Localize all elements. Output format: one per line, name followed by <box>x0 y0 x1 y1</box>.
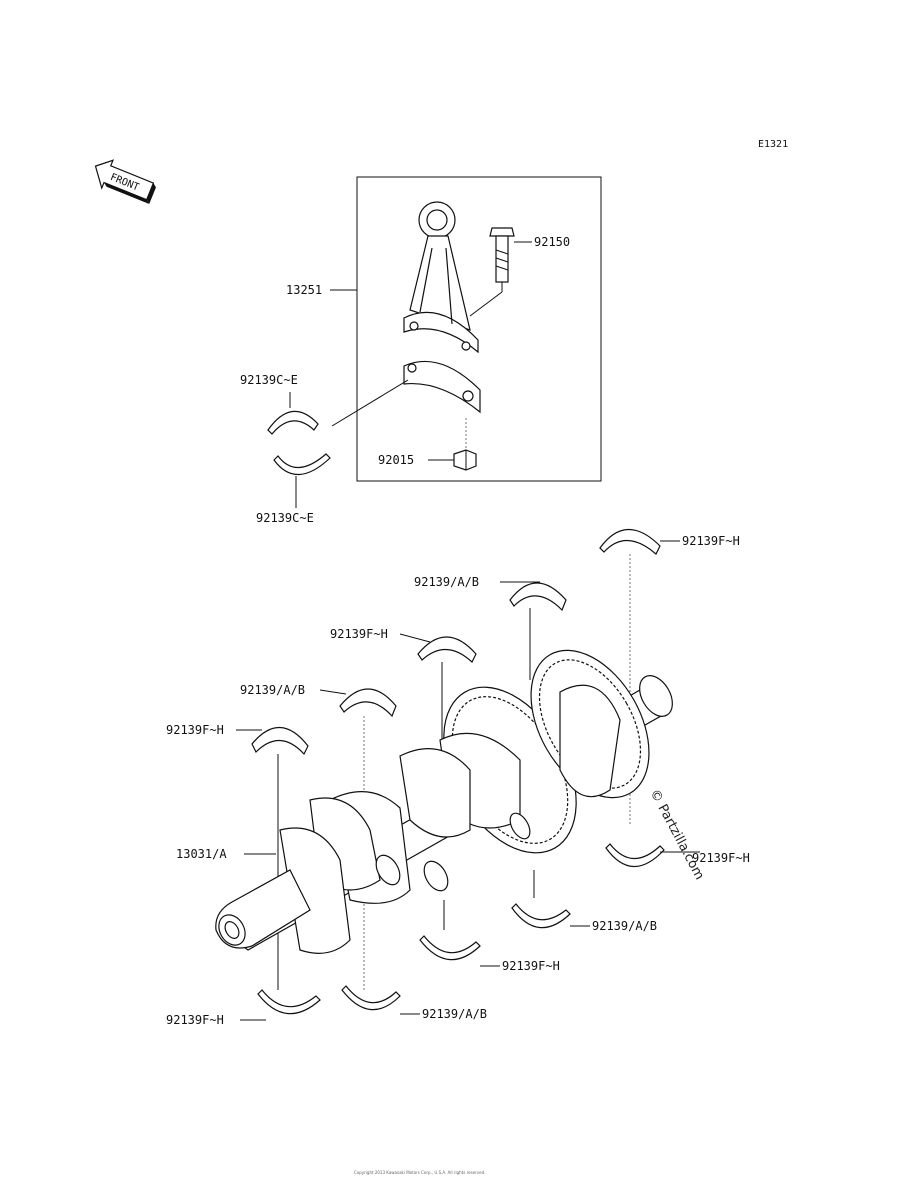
bearing-ce-upper <box>267 410 319 435</box>
label-92139fh-3: 92139F~H <box>166 723 224 737</box>
label-92139ce-bottom: 92139C~E <box>256 511 314 525</box>
label-92139fh-4: 92139F~H <box>166 1013 224 1027</box>
label-13031a: 13031/A <box>176 847 227 861</box>
bearing-ab-3 <box>341 985 401 1011</box>
bearing-ab-1 <box>509 582 567 612</box>
label-92139ab-1: 92139/A/B <box>414 575 479 589</box>
bearing-fh-5 <box>419 935 481 961</box>
connecting-rod <box>403 201 479 354</box>
bearing-fh-4 <box>257 989 321 1015</box>
rod-cap <box>403 360 481 414</box>
bearing-fh-2 <box>417 636 477 663</box>
label-92139fh-6: 92139F~H <box>692 851 750 865</box>
crankshaft <box>215 649 673 954</box>
label-13251: 13251 <box>286 283 322 297</box>
bearing-ab-2 <box>339 688 397 718</box>
label-92139ab-4: 92139/A/B <box>592 919 657 933</box>
bearing-ce-lower <box>273 453 331 476</box>
nut-92015 <box>453 449 477 471</box>
label-92139fh-2: 92139F~H <box>330 627 388 641</box>
bearing-fh-top-right <box>599 528 661 555</box>
bearing-fh-lower-right <box>605 843 665 867</box>
label-92139ab-2: 92139/A/B <box>240 683 305 697</box>
label-92139ce-top: 92139C~E <box>240 373 298 387</box>
conrod-box <box>356 176 602 482</box>
footer-copyright: Copyright 2013 Kawasaki Motors Corp., U.… <box>354 1170 485 1175</box>
label-92139fh-1: 92139F~H <box>682 534 740 548</box>
label-92139ab-3: 92139/A/B <box>422 1007 487 1021</box>
diagram-code: E1321 <box>758 139 788 150</box>
front-arrow-icon: FRONT <box>94 159 156 205</box>
label-92015: 92015 <box>378 453 414 467</box>
bolt-92150 <box>489 227 515 283</box>
label-92150: 92150 <box>534 235 570 249</box>
label-92139fh-5: 92139F~H <box>502 959 560 973</box>
watermark: © Partzilla.com <box>646 787 706 883</box>
bearing-ab-4 <box>511 903 571 929</box>
bearing-fh-3 <box>251 727 309 756</box>
